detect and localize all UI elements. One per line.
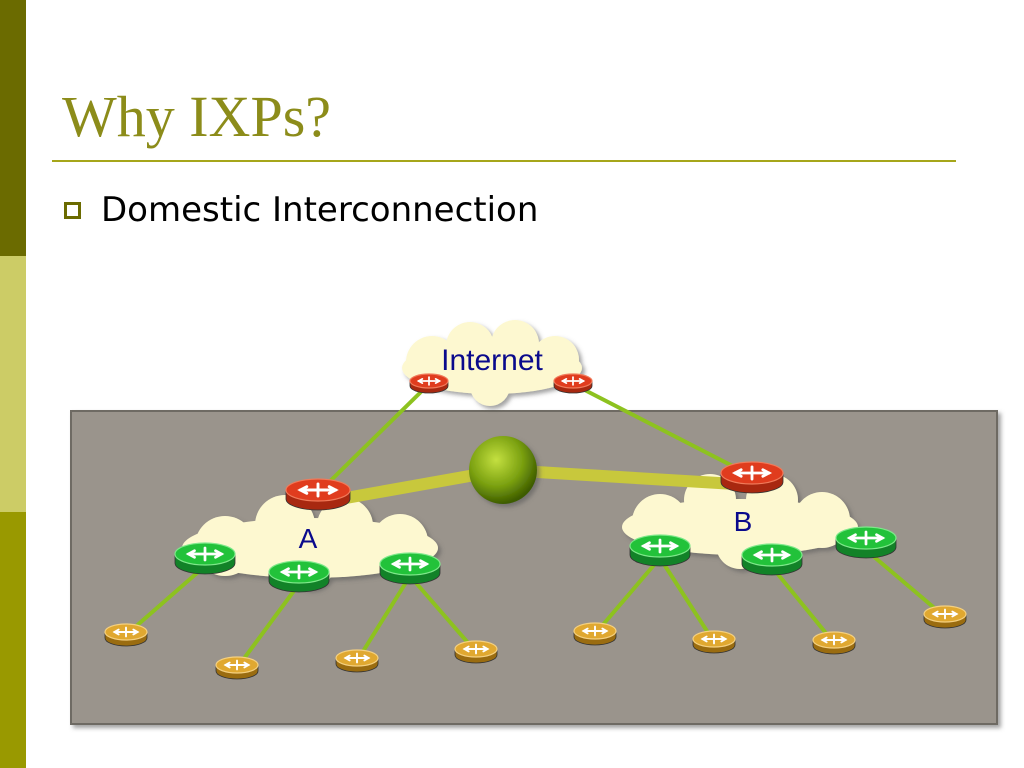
router-b1: [629, 534, 691, 567]
edge-router-b2: [692, 630, 736, 654]
router-a2: [268, 560, 330, 593]
router-arrows-icon: [343, 652, 371, 664]
router-arrows-icon: [279, 564, 319, 580]
router-arrows-icon: [462, 643, 490, 655]
side-strip-top: [0, 0, 26, 256]
internet-router-left: [409, 373, 449, 394]
router-arrows-icon: [640, 538, 680, 554]
router-arrows-icon: [581, 625, 609, 637]
edge-router-a4: [454, 640, 498, 664]
router-arrows-icon: [846, 530, 886, 546]
router-a-core: [285, 478, 351, 511]
edge-router-a3: [335, 649, 379, 673]
router-arrows-icon: [112, 626, 140, 638]
edge-router-b4: [923, 605, 967, 629]
router-b-core: [720, 461, 784, 494]
router-b3: [835, 526, 897, 559]
router-arrows-icon: [416, 376, 442, 386]
bullet-item: Domestic Interconnection: [64, 188, 538, 232]
network-a-label: A: [299, 523, 318, 554]
router-arrows-icon: [560, 376, 586, 386]
router-arrows-icon: [297, 482, 339, 498]
edge-router-b1: [573, 622, 617, 646]
router-arrows-icon: [820, 634, 848, 646]
router-arrows-icon: [390, 556, 430, 572]
side-strip-middle: [0, 256, 26, 512]
network-b-label: B: [734, 506, 753, 537]
internet-label: Internet: [441, 344, 543, 377]
slide-title: Why IXPs?: [62, 84, 332, 149]
edge-router-a2: [215, 656, 259, 680]
router-arrows-icon: [185, 546, 225, 562]
router-arrows-icon: [223, 659, 251, 671]
edge-router-b3: [812, 631, 856, 655]
network-links: [124, 382, 947, 670]
router-arrows-icon: [700, 633, 728, 645]
title-divider: [52, 160, 956, 162]
internet-router-right: [553, 373, 593, 394]
square-bullet-icon: [64, 201, 81, 219]
router-arrows-icon: [731, 465, 773, 481]
routers: [104, 373, 967, 680]
router-a1: [174, 542, 236, 575]
router-arrows-icon: [752, 547, 792, 563]
router-b2: [741, 543, 803, 576]
internet-cloud: [402, 320, 582, 406]
router-a3: [379, 552, 441, 585]
bullet-text: Domestic Interconnection: [101, 190, 539, 230]
router-arrows-icon: [931, 608, 959, 620]
side-strip-bottom: [0, 512, 26, 768]
ixp-node: [469, 436, 537, 504]
edge-router-a1: [104, 623, 148, 647]
